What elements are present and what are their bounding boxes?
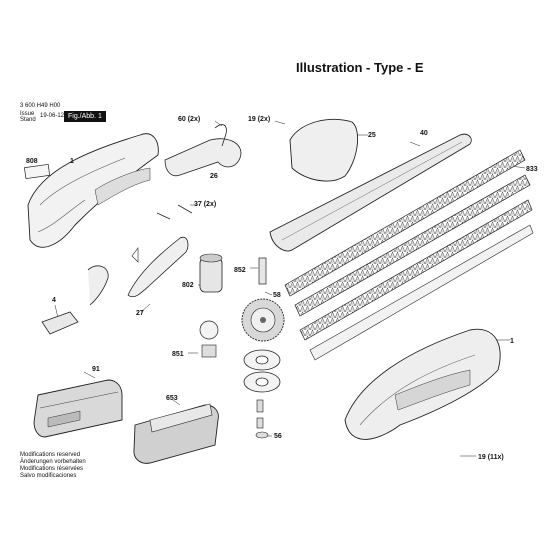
callout-37: 37 (2x) [194, 201, 216, 208]
callout-802: 802 [182, 282, 194, 289]
blade-set-833 [284, 149, 534, 361]
callout-833: 833 [526, 166, 538, 173]
callout-60: 60 (2x) [178, 116, 200, 123]
blade-guard-25 [289, 118, 359, 182]
battery-91 [33, 379, 123, 438]
sheath-groove [281, 141, 463, 241]
issue-date: 19-06-12 [40, 113, 65, 119]
callout-56: 56 [274, 433, 282, 440]
stand-label: Stand [20, 117, 36, 123]
pins-37 [156, 204, 193, 220]
housing-right-half [344, 328, 501, 440]
callout-27: 27 [136, 310, 144, 317]
callout-40: 40 [420, 130, 428, 137]
housing-left-half [27, 133, 159, 248]
disclaimer: Modifications reserved Änderungen vorbeh… [20, 452, 86, 480]
callout-852: 852 [234, 267, 246, 274]
label-sticker-808 [24, 163, 51, 180]
callout-26: 26 [210, 173, 218, 180]
callout-91: 91 [92, 366, 100, 373]
switch-assembly [41, 265, 109, 335]
page-title: Illustration - Type - E [296, 60, 424, 75]
motor-802 [199, 253, 223, 358]
callout-19-bottom: 19 (11x) [478, 454, 504, 461]
disclaimer-line: Modifications réservées [20, 466, 84, 472]
lever-27 [127, 236, 189, 298]
callout-851: 851 [172, 351, 184, 358]
charger-653 [133, 403, 219, 464]
gear-58 [241, 257, 285, 342]
figure-label: Fig./Abb. 1 [64, 111, 106, 122]
callout-19-top: 19 (2x) [248, 116, 270, 123]
callout-58: 58 [273, 292, 281, 299]
callout-1-right: 1 [510, 338, 514, 345]
spring-60 [214, 124, 227, 147]
callout-808: 808 [26, 158, 38, 165]
callout-653: 653 [166, 395, 178, 402]
callout-4: 4 [52, 297, 56, 304]
blade-sheath-40 [269, 133, 472, 252]
part-number: 3 600 H49 H00 [20, 103, 61, 109]
callout-25: 25 [368, 132, 376, 139]
screws-19 [255, 399, 269, 439]
callout-1-top: 1 [70, 158, 74, 165]
eccentric-plates [243, 349, 281, 393]
spring-part [131, 247, 139, 263]
disclaimer-line: Salvo modificaciones [20, 473, 77, 479]
disclaimer-line: Änderungen vorbehalten [20, 459, 86, 465]
trigger-lever-26 [164, 138, 242, 177]
disclaimer-line: Modifications reserved [20, 452, 81, 458]
issue-label: Issue [20, 111, 35, 117]
